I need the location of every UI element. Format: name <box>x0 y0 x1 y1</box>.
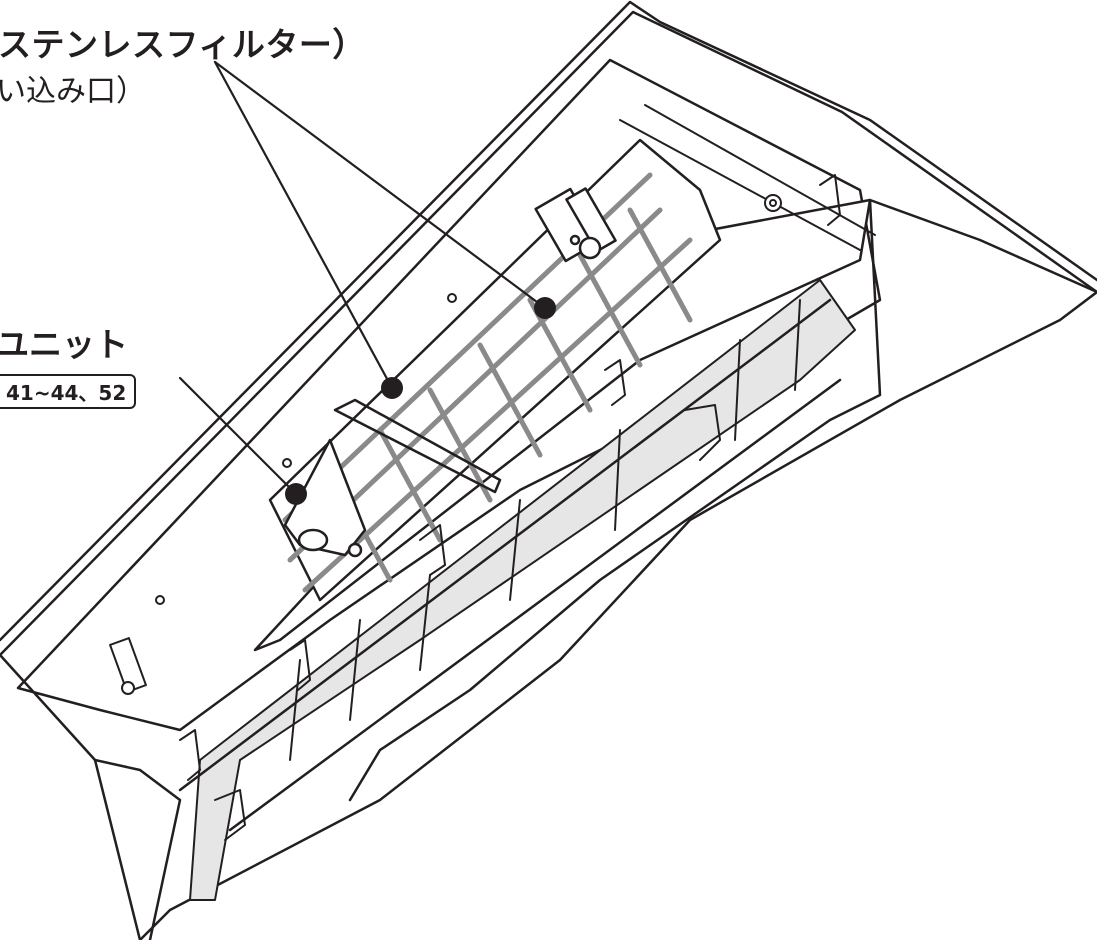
callout-dot-unit <box>285 483 307 505</box>
lower-cover-line <box>178 298 832 792</box>
unit-page-reference: 41~44、52 <box>0 374 137 409</box>
cover-divisions <box>289 299 801 761</box>
left-connector <box>109 637 147 695</box>
leader-lines <box>178 60 547 496</box>
unit-callout-label: ユニット <box>0 325 128 364</box>
panel-bottom-edge <box>93 758 182 940</box>
panel-right-edge <box>348 198 1097 802</box>
lower-cover-line-2 <box>228 378 842 832</box>
callout-dot-filter-right <box>534 297 556 319</box>
filter-callout-label: ステンレスフィルター） <box>0 25 366 64</box>
latch-clips <box>179 174 841 841</box>
screws <box>155 194 782 605</box>
lower-cover-shade <box>189 279 856 901</box>
lower-sensor-box <box>283 438 367 558</box>
callout-dot-filter-left <box>381 377 403 399</box>
filter-callout-sublabel: い込み口） <box>0 74 146 109</box>
upper-sensor-unit <box>534 187 617 263</box>
filter-rail <box>619 104 876 251</box>
filter-handle <box>333 398 502 494</box>
